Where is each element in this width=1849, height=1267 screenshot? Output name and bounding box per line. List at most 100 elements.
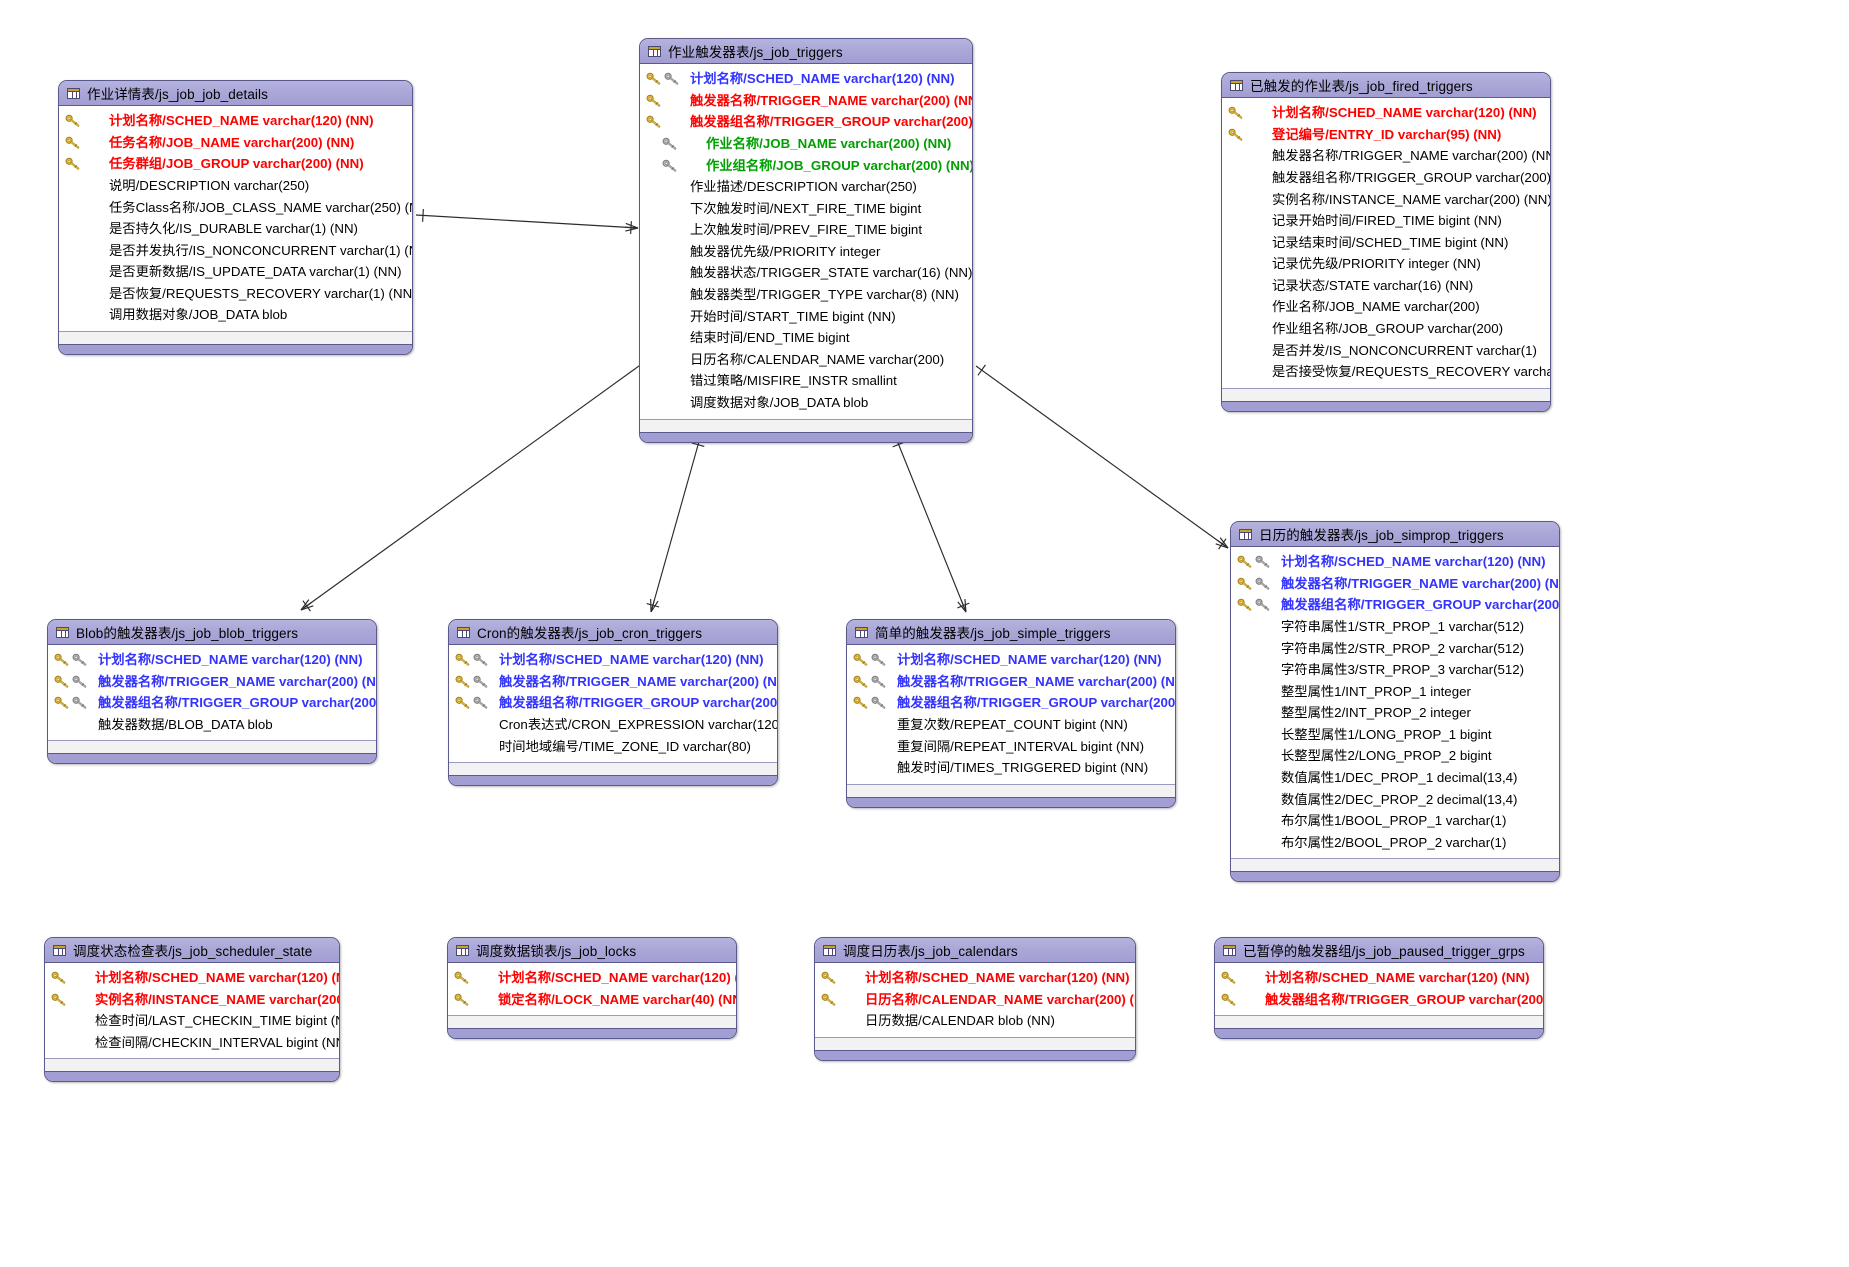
attribute-row[interactable]: 字符串属性2/STR_PROP_2 varchar(512) <box>1231 637 1559 659</box>
attribute-row[interactable]: 是否更新数据/IS_UPDATE_DATA varchar(1) (NN) <box>59 261 412 283</box>
entity-fired_triggers[interactable]: 已触发的作业表/js_job_fired_triggers 计划名称/SCHED_… <box>1221 72 1551 412</box>
attribute-row[interactable]: 上次触发时间/PREV_FIRE_TIME bigint <box>640 219 972 241</box>
attribute-row[interactable]: 开始时间/START_TIME bigint (NN) <box>640 306 972 328</box>
attribute-row[interactable]: 任务名称/JOB_NAME varchar(200) (NN) <box>59 132 412 154</box>
attribute-row[interactable]: 作业名称/JOB_NAME varchar(200) <box>1222 296 1550 318</box>
attribute-row[interactable]: 触发器名称/TRIGGER_NAME varchar(200) (NN) <box>48 671 376 693</box>
entity-calendars[interactable]: 调度日历表/js_job_calendars 计划名称/SCHED_NAME va… <box>814 937 1136 1061</box>
attribute-row[interactable]: 时间地域编号/TIME_ZONE_ID varchar(80) <box>449 735 777 757</box>
attribute-row[interactable]: 计划名称/SCHED_NAME varchar(120) (NN) <box>815 967 1135 989</box>
attribute-row[interactable]: 作业组名称/JOB_GROUP varchar(200) <box>1222 318 1550 340</box>
attribute-row[interactable]: 整型属性1/INT_PROP_1 integer <box>1231 681 1559 703</box>
attribute-row[interactable]: 作业组名称/JOB_GROUP varchar(200) (NN) <box>640 154 972 176</box>
entity-simprop_triggers[interactable]: 日历的触发器表/js_job_simprop_triggers 计划名称/SCHE… <box>1230 521 1560 883</box>
attribute-row[interactable]: 布尔属性1/BOOL_PROP_1 varchar(1) <box>1231 810 1559 832</box>
attribute-row[interactable]: 计划名称/SCHED_NAME varchar(120) (NN) <box>1231 551 1559 573</box>
attribute-row[interactable]: 下次触发时间/NEXT_FIRE_TIME bigint <box>640 198 972 220</box>
attribute-row[interactable]: 日历名称/CALENDAR_NAME varchar(200) <box>640 349 972 371</box>
attribute-row[interactable]: 字符串属性3/STR_PROP_3 varchar(512) <box>1231 659 1559 681</box>
entity-job_triggers[interactable]: 作业触发器表/js_job_triggers 计划名称/SCHED_NAME va… <box>639 38 973 443</box>
attribute-row[interactable]: 触发器数据/BLOB_DATA blob <box>48 714 376 736</box>
attribute-row[interactable]: 触发器名称/TRIGGER_NAME varchar(200) (NN) <box>640 90 972 112</box>
attribute-row[interactable]: 计划名称/SCHED_NAME varchar(120) (NN) <box>448 967 736 989</box>
attribute-row[interactable]: 整型属性2/INT_PROP_2 integer <box>1231 702 1559 724</box>
entity-header-calendars[interactable]: 调度日历表/js_job_calendars <box>815 938 1135 963</box>
attribute-row[interactable]: 触发器组名称/TRIGGER_GROUP varchar(200) (NN) <box>640 111 972 133</box>
entity-header-scheduler_state[interactable]: 调度状态检查表/js_job_scheduler_state <box>45 938 339 963</box>
entity-blob_triggers[interactable]: Blob的触发器表/js_job_blob_triggers 计划名称/SCHED… <box>47 619 377 765</box>
attribute-row[interactable]: 触发器组名称/TRIGGER_GROUP varchar(200) (NN) <box>449 692 777 714</box>
attribute-row[interactable]: 触发器名称/TRIGGER_NAME varchar(200) (NN) <box>1222 145 1550 167</box>
attribute-row[interactable]: 调度数据对象/JOB_DATA blob <box>640 392 972 414</box>
attribute-row[interactable]: 计划名称/SCHED_NAME varchar(120) (NN) <box>59 110 412 132</box>
attribute-row[interactable]: 重复次数/REPEAT_COUNT bigint (NN) <box>847 714 1175 736</box>
attribute-row[interactable]: 记录结束时间/SCHED_TIME bigint (NN) <box>1222 232 1550 254</box>
entity-job_details[interactable]: 作业详情表/js_job_job_details 计划名称/SCHED_NAME … <box>58 80 413 355</box>
attribute-row[interactable]: 记录优先级/PRIORITY integer (NN) <box>1222 253 1550 275</box>
attribute-row[interactable]: 触发器名称/TRIGGER_NAME varchar(200) (NN) <box>847 671 1175 693</box>
entity-header-simple_triggers[interactable]: 简单的触发器表/js_job_simple_triggers <box>847 620 1175 645</box>
attribute-row[interactable]: 结束时间/END_TIME bigint <box>640 327 972 349</box>
entity-header-paused_trigger_grps[interactable]: 已暂停的触发器组/js_job_paused_trigger_grps <box>1215 938 1543 963</box>
attribute-row[interactable]: 计划名称/SCHED_NAME varchar(120) (NN) <box>1215 967 1543 989</box>
entity-header-job_details[interactable]: 作业详情表/js_job_job_details <box>59 81 412 106</box>
attribute-row[interactable]: 是否并发/IS_NONCONCURRENT varchar(1) <box>1222 340 1550 362</box>
attribute-row[interactable]: 数值属性1/DEC_PROP_1 decimal(13,4) <box>1231 767 1559 789</box>
attribute-row[interactable]: 记录开始时间/FIRED_TIME bigint (NN) <box>1222 210 1550 232</box>
attribute-row[interactable]: 作业名称/JOB_NAME varchar(200) (NN) <box>640 133 972 155</box>
attribute-row[interactable]: 是否接受恢复/REQUESTS_RECOVERY varchar(1) <box>1222 361 1550 383</box>
attribute-row[interactable]: 错过策略/MISFIRE_INSTR smallint <box>640 370 972 392</box>
attribute-row[interactable]: 布尔属性2/BOOL_PROP_2 varchar(1) <box>1231 832 1559 854</box>
attribute-row[interactable]: 是否恢复/REQUESTS_RECOVERY varchar(1) (NN) <box>59 283 412 305</box>
attribute-row[interactable]: 登记编号/ENTRY_ID varchar(95) (NN) <box>1222 124 1550 146</box>
attribute-row[interactable]: 检查时间/LAST_CHECKIN_TIME bigint (NN) <box>45 1010 339 1032</box>
attribute-row[interactable]: 任务Class名称/JOB_CLASS_NAME varchar(250) (N… <box>59 196 412 218</box>
attribute-row[interactable]: 重复间隔/REPEAT_INTERVAL bigint (NN) <box>847 735 1175 757</box>
attribute-row[interactable]: 计划名称/SCHED_NAME varchar(120) (NN) <box>48 649 376 671</box>
attribute-row[interactable]: 任务群组/JOB_GROUP varchar(200) (NN) <box>59 153 412 175</box>
entity-locks[interactable]: 调度数据锁表/js_job_locks 计划名称/SCHED_NAME varch… <box>447 937 737 1040</box>
attribute-row[interactable]: 计划名称/SCHED_NAME varchar(120) (NN) <box>1222 102 1550 124</box>
attribute-row[interactable]: 计划名称/SCHED_NAME varchar(120) (NN) <box>640 68 972 90</box>
attribute-row[interactable]: 记录状态/STATE varchar(16) (NN) <box>1222 275 1550 297</box>
attribute-row[interactable]: 触发器状态/TRIGGER_STATE varchar(16) (NN) <box>640 262 972 284</box>
attribute-row[interactable]: 检查间隔/CHECKIN_INTERVAL bigint (NN) <box>45 1032 339 1054</box>
attribute-row[interactable]: 触发器名称/TRIGGER_NAME varchar(200) (NN) <box>449 671 777 693</box>
attribute-row[interactable]: 计划名称/SCHED_NAME varchar(120) (NN) <box>449 649 777 671</box>
attribute-row[interactable]: Cron表达式/CRON_EXPRESSION varchar(120) (NN… <box>449 714 777 736</box>
entity-scheduler_state[interactable]: 调度状态检查表/js_job_scheduler_state 计划名称/SCHED… <box>44 937 340 1083</box>
attribute-row[interactable]: 长整型属性1/LONG_PROP_1 bigint <box>1231 724 1559 746</box>
attribute-row[interactable]: 触发时间/TIMES_TRIGGERED bigint (NN) <box>847 757 1175 779</box>
attribute-row[interactable]: 触发器名称/TRIGGER_NAME varchar(200) (NN) <box>1231 573 1559 595</box>
attribute-row[interactable]: 计划名称/SCHED_NAME varchar(120) (NN) <box>45 967 339 989</box>
attribute-row[interactable]: 数值属性2/DEC_PROP_2 decimal(13,4) <box>1231 789 1559 811</box>
attribute-row[interactable]: 触发器类型/TRIGGER_TYPE varchar(8) (NN) <box>640 284 972 306</box>
entity-header-locks[interactable]: 调度数据锁表/js_job_locks <box>448 938 736 963</box>
entity-header-job_triggers[interactable]: 作业触发器表/js_job_triggers <box>640 39 972 64</box>
entity-header-simprop_triggers[interactable]: 日历的触发器表/js_job_simprop_triggers <box>1231 522 1559 547</box>
attribute-row[interactable]: 是否持久化/IS_DURABLE varchar(1) (NN) <box>59 218 412 240</box>
attribute-row[interactable]: 实例名称/INSTANCE_NAME varchar(200) (NN) <box>45 989 339 1011</box>
attribute-row[interactable]: 调用数据对象/JOB_DATA blob <box>59 304 412 326</box>
attribute-row[interactable]: 长整型属性2/LONG_PROP_2 bigint <box>1231 745 1559 767</box>
attribute-row[interactable]: 触发器组名称/TRIGGER_GROUP varchar(200) (NN) <box>847 692 1175 714</box>
entity-paused_trigger_grps[interactable]: 已暂停的触发器组/js_job_paused_trigger_grps 计划名称/… <box>1214 937 1544 1040</box>
attribute-row[interactable]: 作业描述/DESCRIPTION varchar(250) <box>640 176 972 198</box>
attribute-row[interactable]: 日历名称/CALENDAR_NAME varchar(200) (NN) <box>815 989 1135 1011</box>
attribute-row[interactable]: 计划名称/SCHED_NAME varchar(120) (NN) <box>847 649 1175 671</box>
entity-header-blob_triggers[interactable]: Blob的触发器表/js_job_blob_triggers <box>48 620 376 645</box>
attribute-row[interactable]: 触发器组名称/TRIGGER_GROUP varchar(200) (NN) <box>1215 989 1543 1011</box>
attribute-row[interactable]: 锁定名称/LOCK_NAME varchar(40) (NN) <box>448 989 736 1011</box>
attribute-row[interactable]: 日历数据/CALENDAR blob (NN) <box>815 1010 1135 1032</box>
attribute-row[interactable]: 触发器组名称/TRIGGER_GROUP varchar(200) (NN) <box>1222 167 1550 189</box>
attribute-row[interactable]: 触发器优先级/PRIORITY integer <box>640 241 972 263</box>
attribute-row[interactable]: 是否并发执行/IS_NONCONCURRENT varchar(1) (NN) <box>59 240 412 262</box>
entity-simple_triggers[interactable]: 简单的触发器表/js_job_simple_triggers 计划名称/SCHED… <box>846 619 1176 808</box>
attribute-row[interactable]: 触发器组名称/TRIGGER_GROUP varchar(200) (NN) <box>1231 594 1559 616</box>
attribute-row[interactable]: 触发器组名称/TRIGGER_GROUP varchar(200) (NN) <box>48 692 376 714</box>
entity-header-fired_triggers[interactable]: 已触发的作业表/js_job_fired_triggers <box>1222 73 1550 98</box>
attribute-row[interactable]: 实例名称/INSTANCE_NAME varchar(200) (NN) <box>1222 188 1550 210</box>
attribute-row[interactable]: 字符串属性1/STR_PROP_1 varchar(512) <box>1231 616 1559 638</box>
attribute-row[interactable]: 说明/DESCRIPTION varchar(250) <box>59 175 412 197</box>
